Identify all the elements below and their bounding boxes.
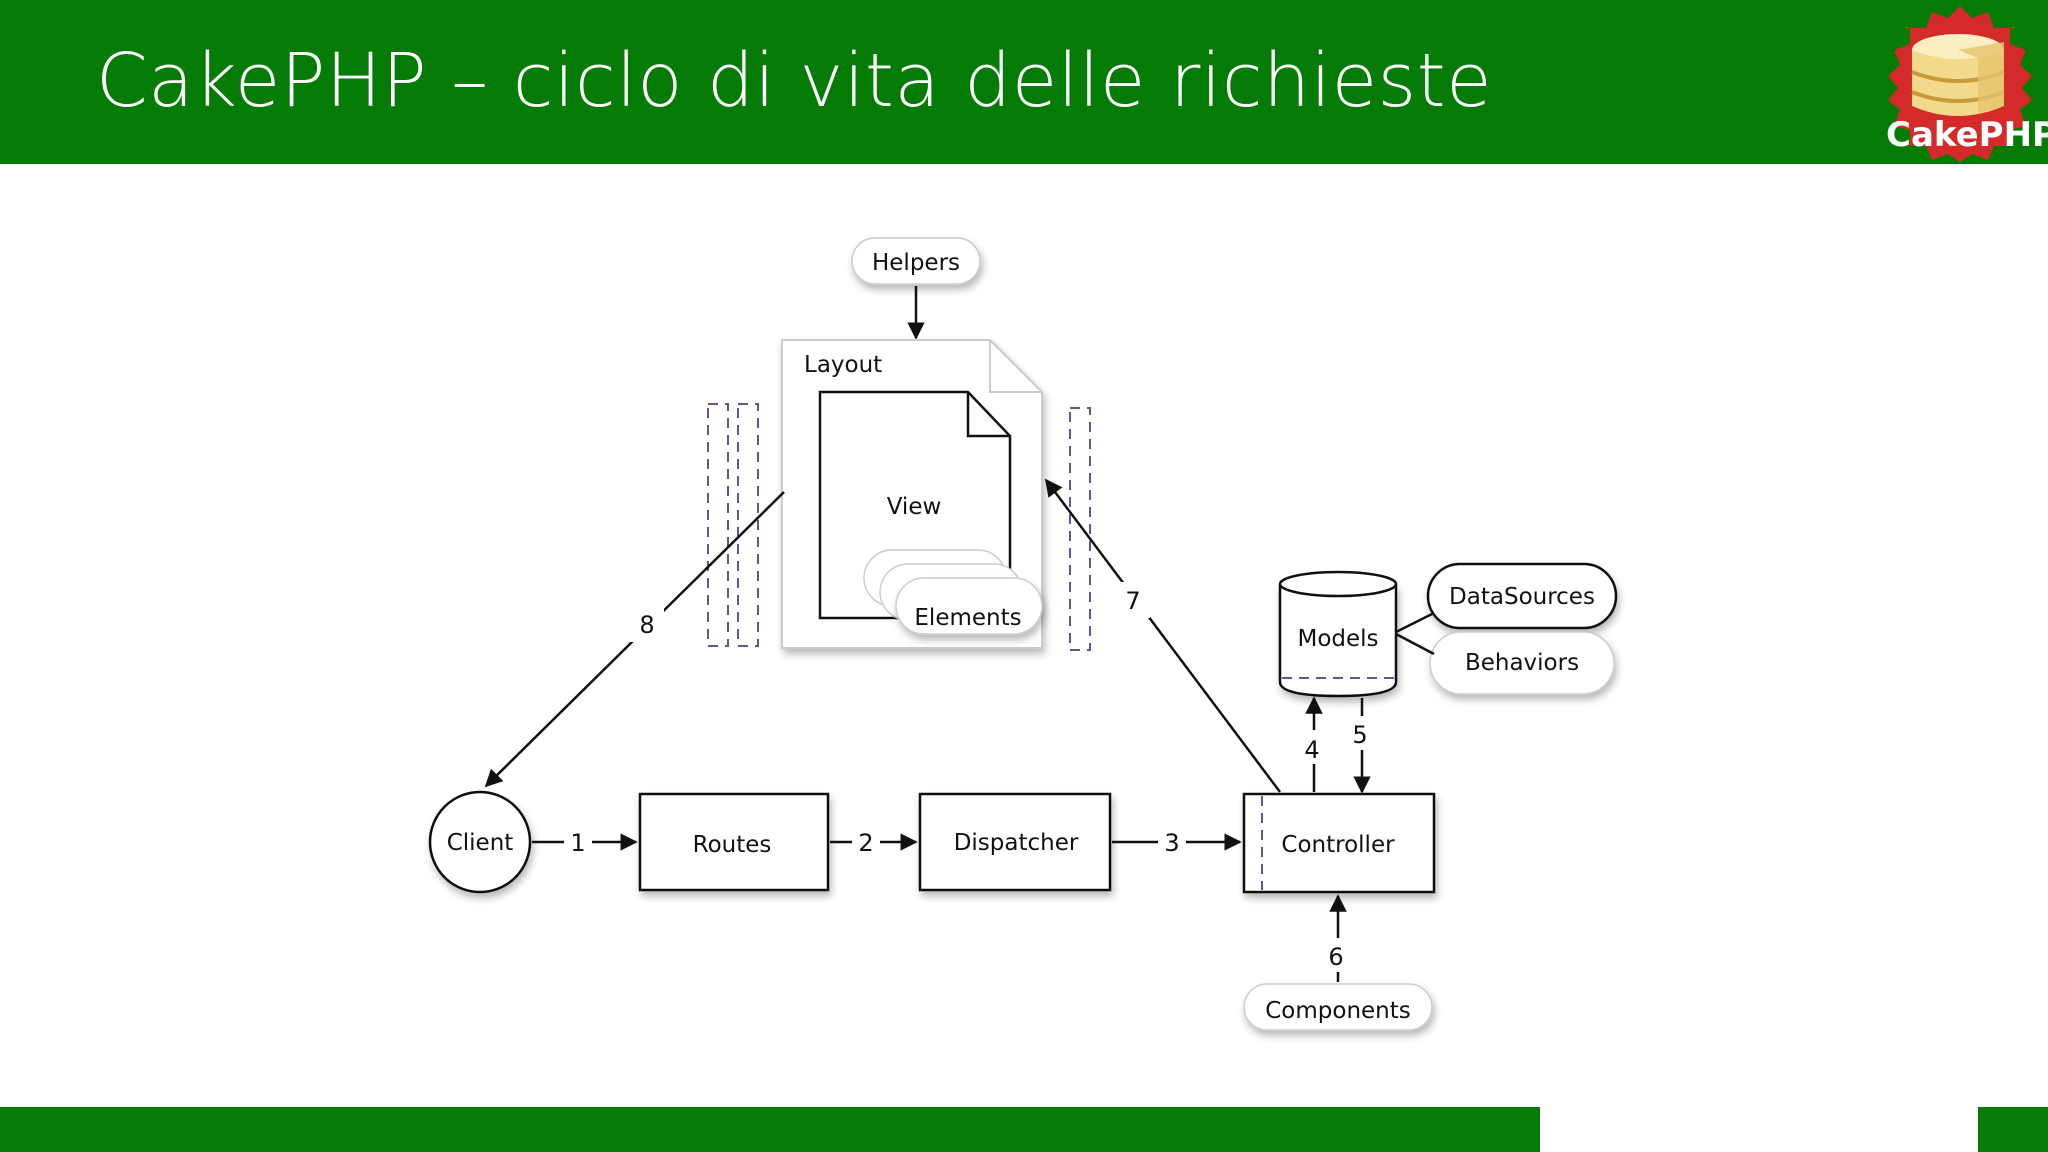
models-label: Models xyxy=(1297,626,1378,652)
elements-label: Elements xyxy=(914,605,1021,631)
helpers-node: Helpers xyxy=(851,237,981,285)
step-7-arrow xyxy=(1044,478,1281,793)
slide-title: CakePHP – ciclo di vita delle richieste xyxy=(96,38,1493,124)
step-3-label: 3 xyxy=(1164,829,1179,857)
controller-node: Controller xyxy=(1242,792,1436,894)
step-6-label: 6 xyxy=(1328,943,1343,971)
behaviors-node: Behaviors xyxy=(1429,631,1615,695)
models-behaviors-link xyxy=(1395,632,1435,656)
dispatcher-node: Dispatcher xyxy=(918,792,1112,892)
controller-label: Controller xyxy=(1281,832,1395,858)
routes-node: Routes xyxy=(638,792,830,892)
dashed-bar-left-2 xyxy=(737,403,759,647)
logo-text: CakePHP xyxy=(1886,115,2048,155)
step-8-label: 8 xyxy=(639,611,654,639)
dashed-bar-right xyxy=(1069,407,1091,651)
step-2-label: 2 xyxy=(858,829,873,857)
client-label: Client xyxy=(447,830,514,856)
routes-label: Routes xyxy=(693,832,772,858)
view-label: View xyxy=(887,494,942,520)
step-1-label: 1 xyxy=(570,829,585,857)
dispatcher-label: Dispatcher xyxy=(954,830,1079,856)
components-label: Components xyxy=(1265,998,1411,1024)
behaviors-label: Behaviors xyxy=(1465,650,1579,676)
helpers-label: Helpers xyxy=(872,250,960,276)
slide-header: CakePHP – ciclo di vita delle richieste … xyxy=(0,0,2048,164)
datasources-node: DataSources xyxy=(1426,562,1618,630)
step-7-label: 7 xyxy=(1125,587,1140,615)
elements-node: Elements xyxy=(863,549,1043,635)
layout-label: Layout xyxy=(804,352,882,378)
dashed-bar-left-1 xyxy=(707,403,729,647)
step-4-label: 4 xyxy=(1304,736,1319,764)
step-5-label: 5 xyxy=(1352,721,1367,749)
datasources-label: DataSources xyxy=(1449,584,1595,610)
footer-bar-left xyxy=(0,1107,1540,1152)
footer-bar-right xyxy=(1978,1107,2048,1152)
components-node: Components xyxy=(1243,983,1433,1031)
cakephp-logo: CakePHP xyxy=(1886,6,2048,162)
client-node: Client xyxy=(428,790,532,894)
models-datasources-link xyxy=(1395,612,1433,634)
models-node: Models xyxy=(1278,570,1398,698)
